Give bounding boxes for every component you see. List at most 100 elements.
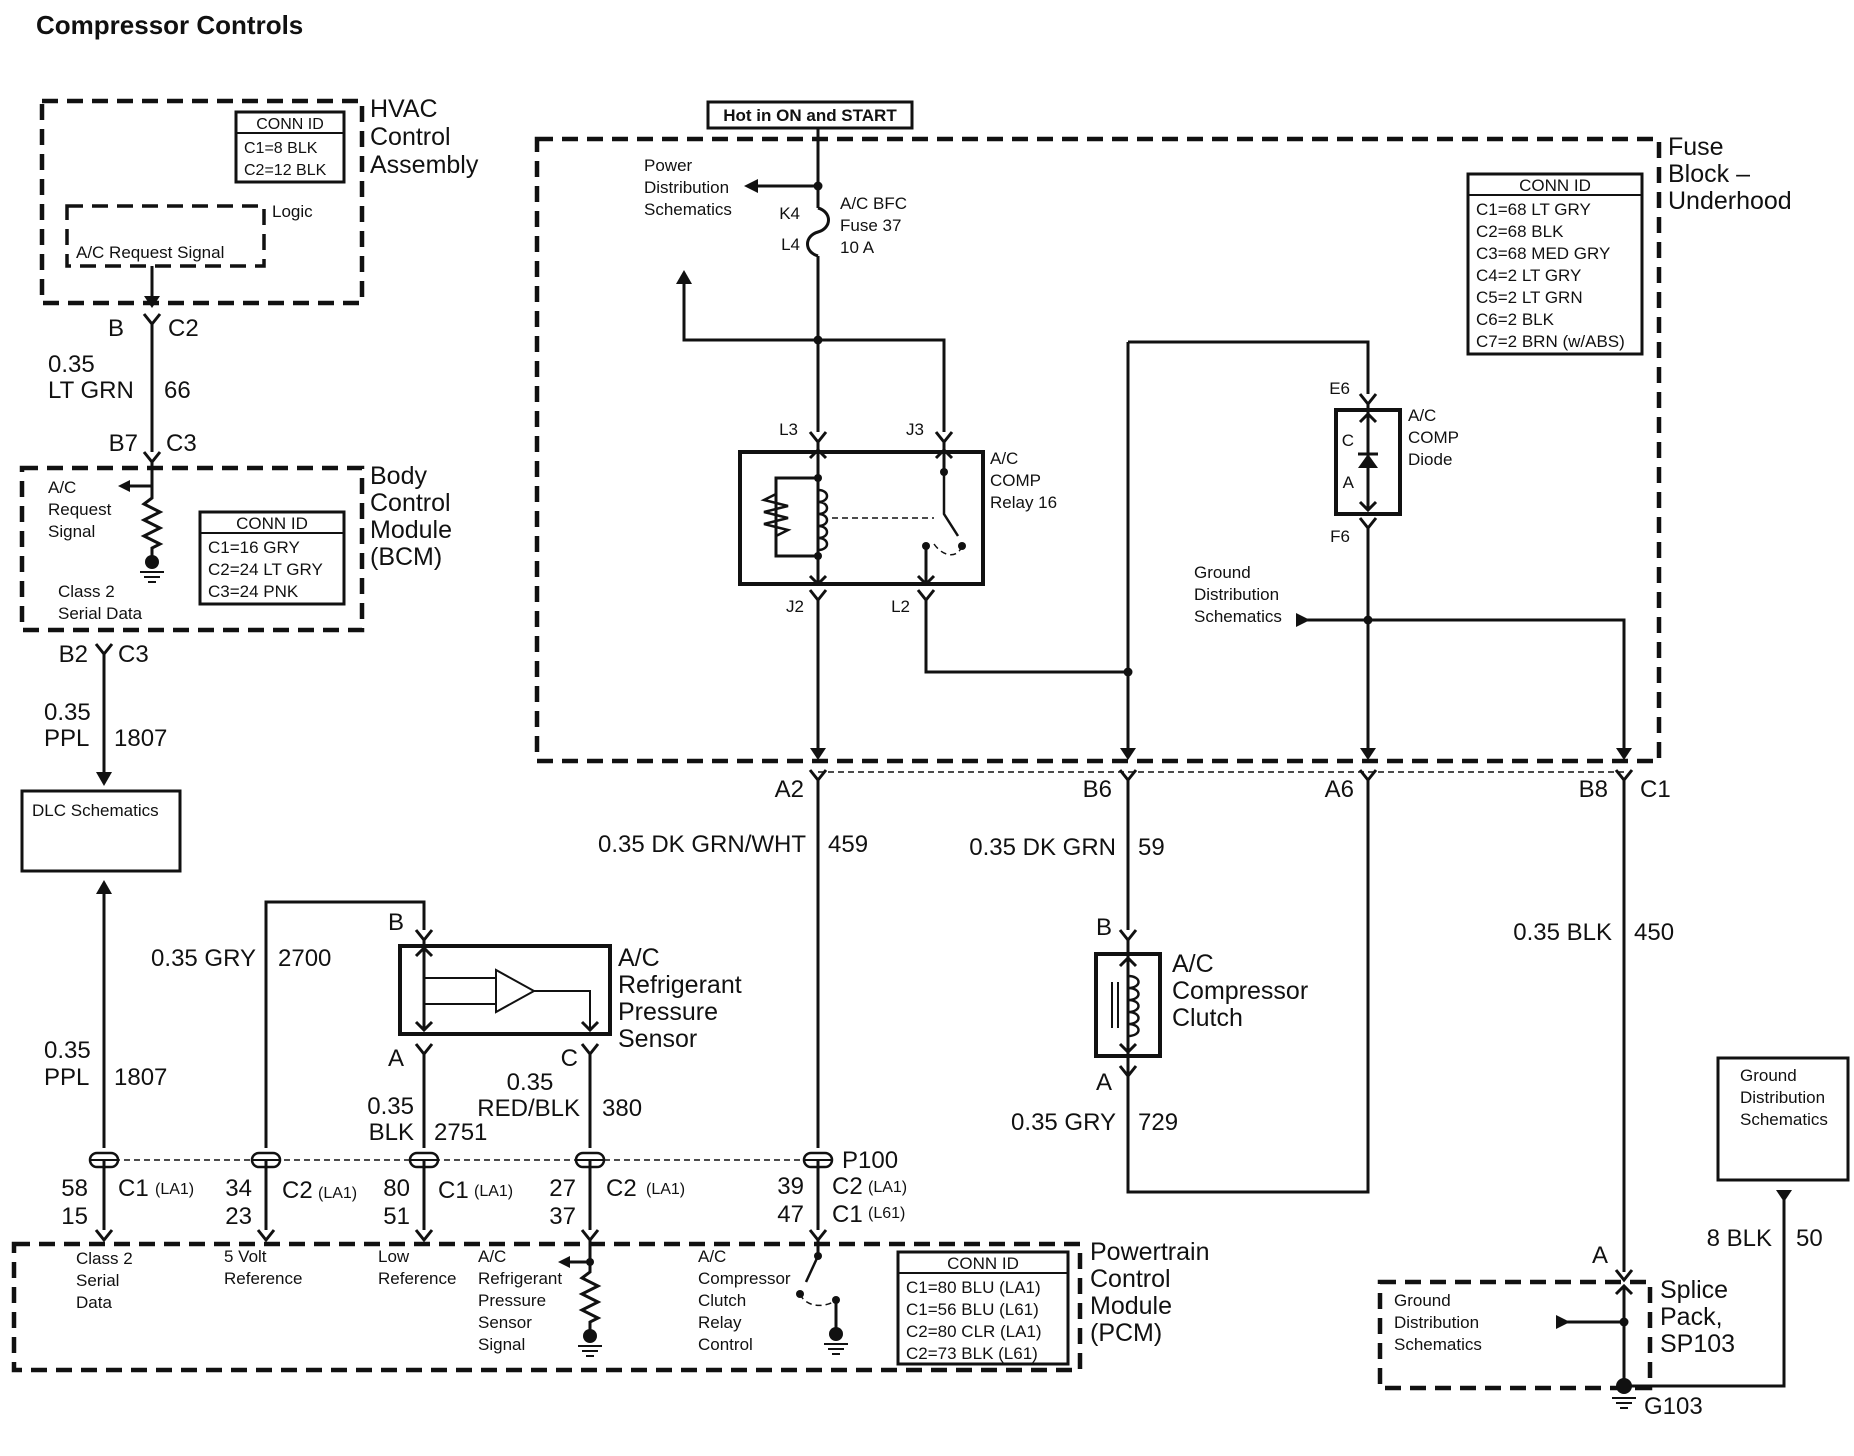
- hvac-logic-label: Logic: [272, 202, 313, 221]
- pcm-pin-5-sub2: (L61): [868, 1205, 905, 1222]
- pcm-pin-4-top: 27: [549, 1175, 576, 1202]
- fuse-label-3: 10 A: [840, 238, 875, 257]
- relay-label-3: Relay 16: [990, 493, 1057, 512]
- bcm-pin-top: B7: [109, 430, 138, 457]
- p100-label: P100: [842, 1147, 898, 1174]
- wire-66-size: 0.35: [48, 351, 95, 378]
- pcm-class2-1: Class 2: [76, 1249, 133, 1268]
- wire-380-circuit: 380: [602, 1095, 642, 1122]
- hvac-control-assembly: HVAC Control Assembly CONN ID C1=8 BLK C…: [39, 95, 479, 342]
- pcm-5v-ref-1: 5 Volt: [224, 1247, 267, 1266]
- pcm-relay-ctrl-1: A/C: [698, 1247, 726, 1266]
- pcm-pin-4-bottom: 37: [549, 1203, 576, 1230]
- fuse-conn-id-c7: C7=2 BRN (w/ABS): [1476, 332, 1625, 351]
- hvac-conn-id-c2: C2=12 BLK: [244, 162, 327, 179]
- pcm-pin-4-conn: C2: [606, 1175, 637, 1202]
- pcm-pin-2-conn: C2: [282, 1177, 313, 1204]
- wire-1807-pcm: 0.35 PPL 1807: [44, 880, 167, 1148]
- sensor-name-2: Refrigerant: [618, 971, 742, 999]
- ground-box-3: Schematics: [1740, 1110, 1828, 1129]
- hvac-name-1: HVAC: [370, 95, 438, 123]
- fuse-block-name-3: Underhood: [1668, 187, 1792, 215]
- fuse-label-1: A/C BFC: [840, 194, 907, 213]
- ac-compressor-clutch: A/C Compressor Clutch: [1094, 940, 1308, 1074]
- relay-pin-j3: J3: [906, 420, 924, 439]
- fuse-conn-id-c1: C1=68 LT GRY: [1476, 200, 1591, 219]
- fuse-conn-id-c4: C4=2 LT GRY: [1476, 266, 1581, 285]
- wire-450: 0.35 BLK 450: [1513, 780, 1674, 1272]
- clutch-name-1: A/C: [1172, 950, 1214, 978]
- relay-pin-l3: L3: [779, 420, 798, 439]
- pcm-pin-4-sub: (LA1): [646, 1181, 685, 1198]
- splice-ground-dist-1: Ground: [1394, 1291, 1451, 1310]
- hvac-conn-id-header: CONN ID: [256, 116, 324, 133]
- pcm-conn-id-1: C1=80 BLU (LA1): [906, 1278, 1041, 1297]
- fuse-37-symbol: [806, 206, 830, 258]
- wire-2700-circuit: 2700: [278, 945, 331, 972]
- hot-in-on-start-label: Hot in ON and START: [706, 100, 914, 130]
- bcm-request-2: Request: [48, 500, 112, 519]
- fuse-block-connector-row: A2 B6 A6 B8 C1: [775, 769, 1671, 803]
- wire-2751-size: 0.35: [367, 1093, 414, 1120]
- wire-1807-bcm-color: PPL: [44, 725, 89, 752]
- ac-comp-diode: C A A/C COMP Diode: [1334, 404, 1459, 516]
- sensor-pin-c: C: [561, 1045, 578, 1072]
- wire-1807-pcm-color: PPL: [44, 1064, 89, 1091]
- pcm-conn-id-3: C2=80 CLR (LA1): [906, 1322, 1042, 1341]
- pcm-low-ref-2: Reference: [378, 1269, 456, 1288]
- wire-50-circuit: 50: [1796, 1225, 1823, 1252]
- pcm-low-ref-1: Low: [378, 1247, 410, 1266]
- fuse-label-2: Fuse 37: [840, 216, 901, 235]
- power-dist-3: Schematics: [644, 200, 732, 219]
- pcm-pin-3-top: 80: [383, 1175, 410, 1202]
- wire-459: 0.35 DK GRN/WHT 459: [598, 780, 868, 1148]
- wire-729-circuit: 729: [1138, 1109, 1178, 1136]
- hvac-conn-id-table: CONN ID C1=8 BLK C2=12 BLK: [234, 110, 346, 184]
- hvac-conn: C2: [168, 315, 199, 342]
- hvac-name-2: Control: [370, 123, 451, 151]
- wire-50-label: 8 BLK: [1707, 1225, 1772, 1252]
- wire-66-circuit: 66: [164, 377, 191, 404]
- wire-450-circuit: 450: [1634, 919, 1674, 946]
- bcm-conn-top: C3: [166, 430, 197, 457]
- diode-label-2: COMP: [1408, 428, 1459, 447]
- pcm-class2-3: Data: [76, 1293, 112, 1312]
- wire-59-circuit: 59: [1138, 834, 1165, 861]
- fuse-out-pin-a2: A2: [775, 776, 804, 803]
- pcm-pin-1-sub: (LA1): [155, 1181, 194, 1198]
- bcm-conn-id-c1: C1=16 GRY: [208, 538, 300, 557]
- wire-2751-circuit: 2751: [434, 1119, 487, 1146]
- pcm-name-4: (PCM): [1090, 1319, 1162, 1347]
- pcm-conn-id-4: C2=73 BLK (L61): [906, 1344, 1038, 1363]
- bcm-conn-bottom: C3: [118, 641, 149, 668]
- pcm-sensor-sig-1: A/C: [478, 1247, 506, 1266]
- pcm-pin-5-conn2: C1: [832, 1201, 863, 1228]
- clutch-pin-a: A: [1096, 1069, 1112, 1096]
- bcm-name-1: Body: [370, 462, 427, 490]
- bcm-name-2: Control: [370, 489, 451, 517]
- dlc-label: DLC Schematics: [32, 801, 159, 820]
- page-title: Compressor Controls: [36, 10, 303, 40]
- power-dist-1: Power: [644, 156, 693, 175]
- wire-1807-pcm-size: 0.35: [44, 1037, 91, 1064]
- pcm-conn-id-2: C1=56 BLU (L61): [906, 1300, 1039, 1319]
- wire-66-color: LT GRN: [48, 377, 134, 404]
- bcm-name-3: Module: [370, 516, 452, 544]
- splice-pack-sp103: A Ground Distribution Schematics Splice …: [1377, 1242, 1735, 1420]
- wire-2700-label: 0.35 GRY: [151, 945, 256, 972]
- bcm-pin-bottom: B2: [59, 641, 88, 668]
- wire-59-label: 0.35 DK GRN: [969, 834, 1116, 861]
- fuse-conn-id-c3: C3=68 MED GRY: [1476, 244, 1610, 263]
- ground-box-2: Distribution: [1740, 1088, 1825, 1107]
- pcm-relay-ctrl-3: Clutch: [698, 1291, 746, 1310]
- wire-50: 8 BLK 50: [1624, 1190, 1823, 1388]
- relay-label-1: A/C: [990, 449, 1018, 468]
- fuse-pin-k4: K4: [779, 204, 800, 223]
- diode-mark-c: C: [1342, 431, 1354, 450]
- pcm-sensor-sig-4: Sensor: [478, 1313, 532, 1332]
- wire-1807-bcm-circuit: 1807: [114, 725, 167, 752]
- fuse-out-pin-c1: C1: [1640, 776, 1671, 803]
- splice-name-1: Splice: [1660, 1276, 1728, 1304]
- hvac-conn-id-c1: C1=8 BLK: [244, 140, 318, 157]
- diode-label-1: A/C: [1408, 406, 1436, 425]
